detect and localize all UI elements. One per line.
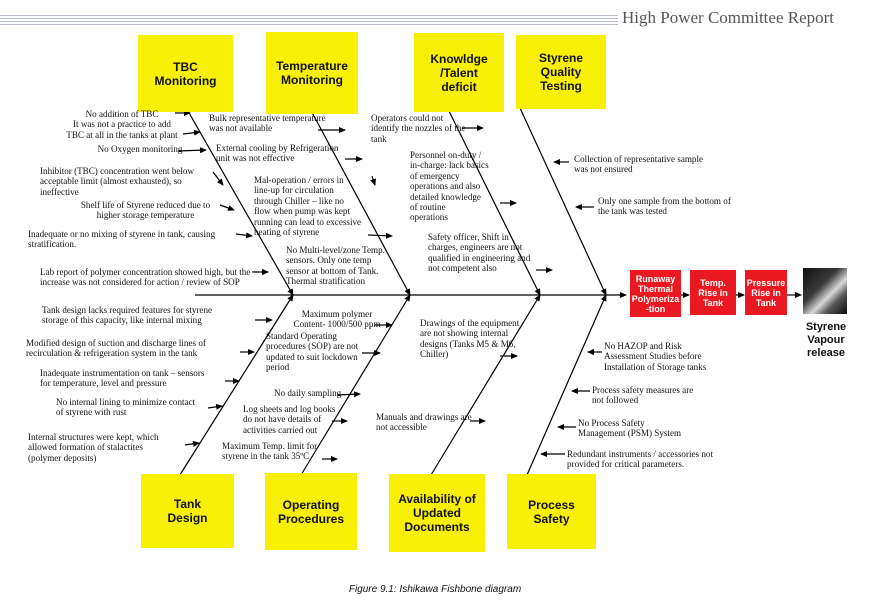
bone-temperature (299, 89, 411, 296)
cause-log-sheets: Log sheets and log books do not have det… (243, 404, 336, 435)
cause-no-multilevel-sensors: No Multi-level/zone Temp. sensors. Only … (286, 245, 385, 287)
cause-arrow (367, 232, 393, 239)
category-tank-design: Tank Design (141, 474, 234, 548)
category-process-safety: Process Safety (507, 474, 596, 549)
cause-safety-officer: Safety officer, Shift in charges, engine… (428, 232, 531, 274)
cause-one-sample: Only one sample from the bottom of the t… (598, 196, 731, 217)
effect-pressure-rise: Pressure Rise in Tank (745, 270, 787, 315)
cause-arrow (207, 403, 223, 410)
cause-redundant-instruments: Redundant instruments / accessories not … (567, 449, 713, 470)
cause-no-daily-sampling: No daily sampling (274, 388, 342, 398)
bone-quality (519, 107, 607, 296)
cause-maximum-temp-limit: Maximum Temp. limit for styrene in the t… (222, 441, 318, 462)
report-title: High Power Committee Report (622, 8, 835, 27)
category-tbc-monitoring: TBC Monitoring (138, 35, 233, 112)
cause-arrow (370, 175, 376, 186)
cause-mal-operation: Mal-operation / errors in line-up for ci… (254, 175, 362, 238)
category-temperature-monitoring: Temperature Monitoring (266, 32, 358, 114)
bone-process-safety (526, 294, 607, 476)
bone-knowledge (440, 94, 541, 296)
cause-no-internal-lining: No internal lining to minimize contact o… (56, 397, 196, 418)
bone-tank-design (177, 294, 294, 479)
cause-inhibitor-limit: Inhibitor (TBC) concentration went below… (40, 166, 195, 197)
cause-lab-report: Lab report of polymer concentration show… (40, 267, 251, 288)
cause-manuals-not-accessible: Manuals and drawings are not accessible (376, 412, 472, 433)
effect-runaway-polymerization: Runaway Thermal Polymeriza -tion (630, 270, 681, 317)
bone-tbc (175, 89, 294, 296)
cause-operators-nozzles: Operators could not identify the nozzles… (371, 113, 466, 144)
bone-documents (430, 294, 541, 476)
cause-internal-structures: Internal structures were kept, which all… (28, 432, 159, 463)
cause-shelf-life: Shelf life of Styrene reduced due to hig… (80, 200, 211, 221)
cause-external-cooling: External cooling by Refrigeration unit w… (216, 143, 339, 164)
cause-inadequate-instrumentation: Inadequate instrumentation on tank – sen… (40, 368, 205, 389)
cause-no-hazop: No HAZOP and Risk Assessment Studies bef… (604, 341, 707, 372)
cause-arrow (212, 171, 224, 186)
cause-personnel-lack-basics: Personnel on-duty / in-charge: lack basi… (410, 150, 489, 223)
cause-sop-not-updated: Standard Operating procedures (SOP) are … (266, 331, 359, 373)
header-rule (0, 21, 618, 22)
effect-styrene-vapour-release: Styrene Vapour release (805, 321, 847, 359)
category-styrene-quality-testing: Styrene Quality Testing (516, 35, 606, 109)
styrene-vapour-photo (803, 268, 847, 314)
cause-modified-suction-design: Modified design of suction and discharge… (26, 338, 206, 359)
cause-tank-design-features: Tank design lacks required features for … (42, 305, 213, 326)
cause-arrow (182, 129, 201, 136)
cause-no-psm: No Process Safety Management (PSM) Syste… (578, 418, 682, 439)
header-rule (0, 24, 618, 25)
cause-no-tbc: No addition of TBC It was not a practice… (66, 109, 178, 140)
cause-arrow (219, 204, 235, 211)
cause-bulk-temperature: Bulk representative temperature was not … (209, 113, 326, 134)
category-operating-procedures: Operating Procedures (265, 473, 357, 550)
header-rule (0, 15, 618, 16)
cause-arrow (177, 147, 207, 154)
category-availability-of-updated-documents: Availability of Updated Documents (389, 474, 485, 552)
cause-drawings-internal: Drawings of the equipment are not showin… (420, 318, 520, 360)
cause-arrow (184, 440, 200, 447)
cause-maximum-polymer: Maximum polymer Content- 1000/500 ppm (293, 309, 381, 330)
cause-arrow (235, 232, 253, 239)
cause-representative-sample: Collection of representative sample was … (574, 154, 704, 175)
cause-process-safety-measures: Process safety measures are not followed (592, 385, 694, 406)
cause-no-oxygen: No Oxygen monitoring (97, 144, 183, 154)
cause-arrow (336, 391, 361, 398)
header-rule (0, 18, 618, 19)
figure-caption: Figure 9.1: Ishikawa Fishbone diagram (348, 584, 522, 595)
category-knowledge-talent-deficit: Knowldge /Talent deficit (414, 33, 504, 112)
effect-temp-rise: Temp. Rise in Tank (690, 270, 736, 315)
cause-no-mixing: Inadequate or no mixing of styrene in ta… (28, 229, 216, 250)
